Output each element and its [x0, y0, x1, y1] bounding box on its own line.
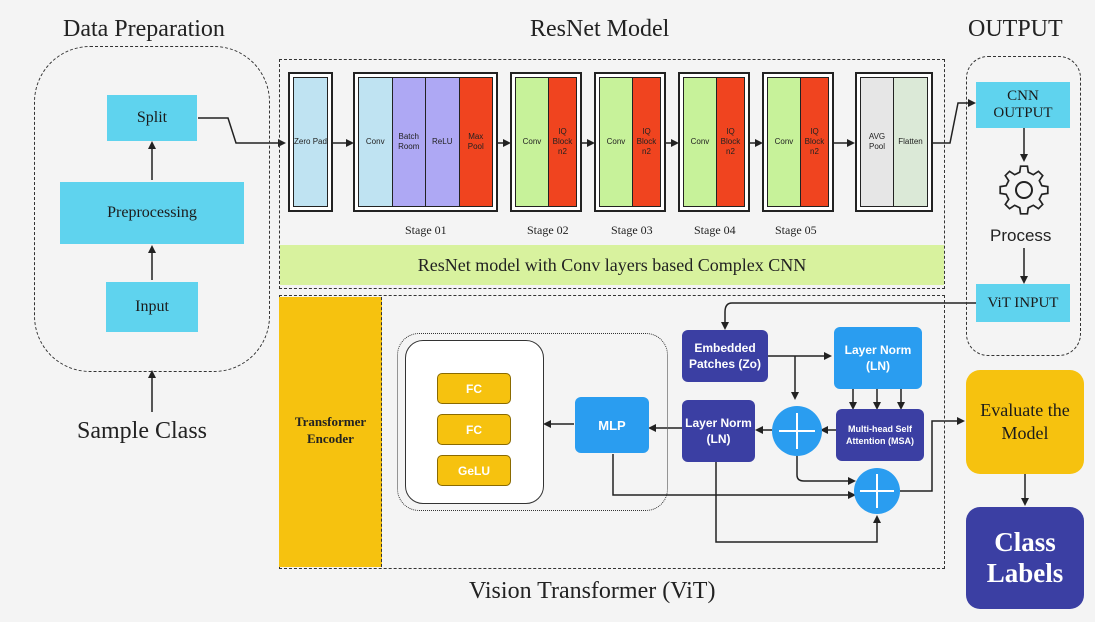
class-labels-box: Class Labels [966, 507, 1084, 609]
mlp-detail-outer [397, 333, 668, 511]
process-label: Process [990, 226, 1052, 245]
add-circle-icon [854, 468, 900, 514]
stage04-conv-layer: Conv [684, 78, 717, 206]
fc-block-2: FC [437, 414, 511, 445]
data-preparation-title: Data Preparation [63, 16, 225, 42]
transformer-encoder-label: Transformer Encoder [294, 414, 367, 446]
stage02-iq-block-layer: IQ Block n2 [548, 78, 576, 206]
stage01-batch-room-layer: Batch Room [392, 78, 426, 206]
preprocessing-box: Preprocessing [60, 182, 244, 244]
stage04-iq-block-layer: IQ Block n2 [716, 78, 744, 206]
transformer-encoder-column [279, 297, 382, 567]
resnet-banner: ResNet model with Conv layers based Comp… [280, 245, 944, 285]
resnet-panel [279, 59, 945, 289]
arrow-lower-add-to-evaluate [900, 417, 965, 492]
cnn-output-box: CNN OUTPUT [976, 82, 1070, 128]
pool-block: AVG Pool Flatten [860, 77, 928, 207]
zero-pad-layer: Zero Pad [294, 78, 327, 206]
stage01-relu-layer: ReLU [426, 78, 460, 206]
stage03-label: Stage 03 [611, 223, 653, 237]
stage03-conv-layer: Conv [600, 78, 633, 206]
stage01-conv-layer: Conv [359, 78, 393, 206]
stage05-iq-block-layer: IQ Block n2 [800, 78, 828, 206]
mlp-block: MLP [575, 397, 649, 453]
output-title: OUTPUT [968, 16, 1063, 42]
stage02-conv-layer: Conv [516, 78, 549, 206]
fc-block-1: FC [437, 373, 511, 404]
stage01-block: Conv Batch Room ReLU Max Pool [358, 77, 493, 207]
stage05-conv-layer: Conv [768, 78, 801, 206]
vit-input-box: ViT INPUT [976, 284, 1070, 322]
stage01-max-pool-layer: Max Pool [459, 78, 492, 206]
evaluate-model-box: Evaluate the Model [966, 370, 1084, 474]
resnet-model-title: ResNet Model [530, 16, 670, 42]
zero-pad-stage: Zero Pad [293, 77, 328, 207]
arrow-vit-input-to-embedded [721, 302, 976, 330]
sample-class-label: Sample Class [77, 418, 207, 444]
stage05-block: Conv IQ Block n2 [767, 77, 829, 207]
vision-transformer-title: Vision Transformer (ViT) [469, 578, 716, 604]
layer-norm-mid: Layer Norm (LN) [682, 400, 755, 462]
layer-norm-top: Layer Norm (LN) [834, 327, 922, 389]
stage03-iq-block-layer: IQ Block n2 [632, 78, 660, 206]
gelu-block: GeLU [437, 455, 511, 486]
input-box: Input [106, 282, 198, 332]
stage05-label: Stage 05 [775, 223, 817, 237]
arrow-mlp-to-lower-add [612, 454, 856, 499]
stage02-label: Stage 02 [527, 223, 569, 237]
stage02-block: Conv IQ Block n2 [515, 77, 577, 207]
arrow-layernorm-down-to-lower-add [715, 462, 881, 543]
arrow-split-to-zeropad [198, 117, 286, 147]
output-panel [966, 56, 1081, 356]
msa-block: Multi-head Self Attention (MSA) [836, 409, 924, 461]
stage04-block: Conv IQ Block n2 [683, 77, 745, 207]
arrow-add-to-lower-add [796, 455, 856, 485]
data-preparation-panel [34, 46, 270, 372]
split-box: Split [107, 95, 197, 141]
gear-icon [999, 165, 1049, 215]
stage01-label: Stage 01 [405, 223, 447, 237]
flatten-layer: Flatten [894, 78, 927, 206]
add-circle-icon [772, 406, 822, 456]
stage03-block: Conv IQ Block n2 [599, 77, 661, 207]
avg-pool-layer: AVG Pool [861, 78, 895, 206]
embedded-patches-block: Embedded Patches (Zo) [682, 330, 768, 382]
stage04-label: Stage 04 [694, 223, 736, 237]
